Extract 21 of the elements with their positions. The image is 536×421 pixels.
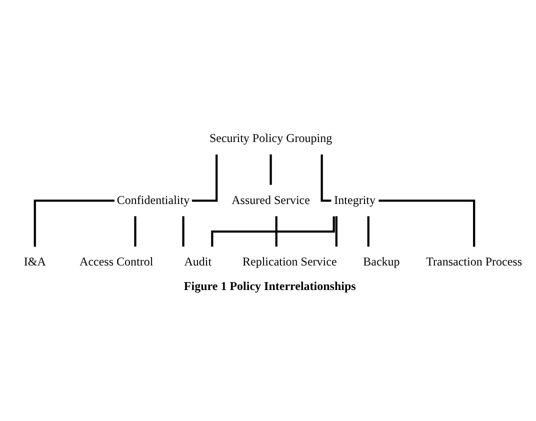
- node-text: Assured Service: [232, 192, 310, 207]
- node-text: Replication Service: [242, 254, 337, 269]
- node-text: Backup: [363, 254, 400, 269]
- connector: [367, 216, 370, 247]
- connector: [182, 216, 184, 247]
- connector: [335, 216, 338, 247]
- node-text: Security Policy Grouping: [209, 131, 332, 146]
- connector: [270, 154, 272, 185]
- node-text: Access Control: [80, 254, 154, 269]
- connector: [378, 200, 476, 247]
- node-text: Confidentiality: [116, 192, 190, 207]
- connector: [134, 216, 136, 247]
- node-text: Audit: [184, 254, 212, 269]
- node-text: Transaction Process: [426, 254, 522, 269]
- connector: [275, 216, 278, 247]
- node-text: I&A: [24, 254, 46, 269]
- connector: [320, 154, 332, 202]
- connector: [192, 154, 218, 202]
- connector: [34, 200, 114, 247]
- node-text: Integrity: [334, 192, 376, 207]
- caption: Figure 1 Policy Interrelationships: [184, 279, 356, 294]
